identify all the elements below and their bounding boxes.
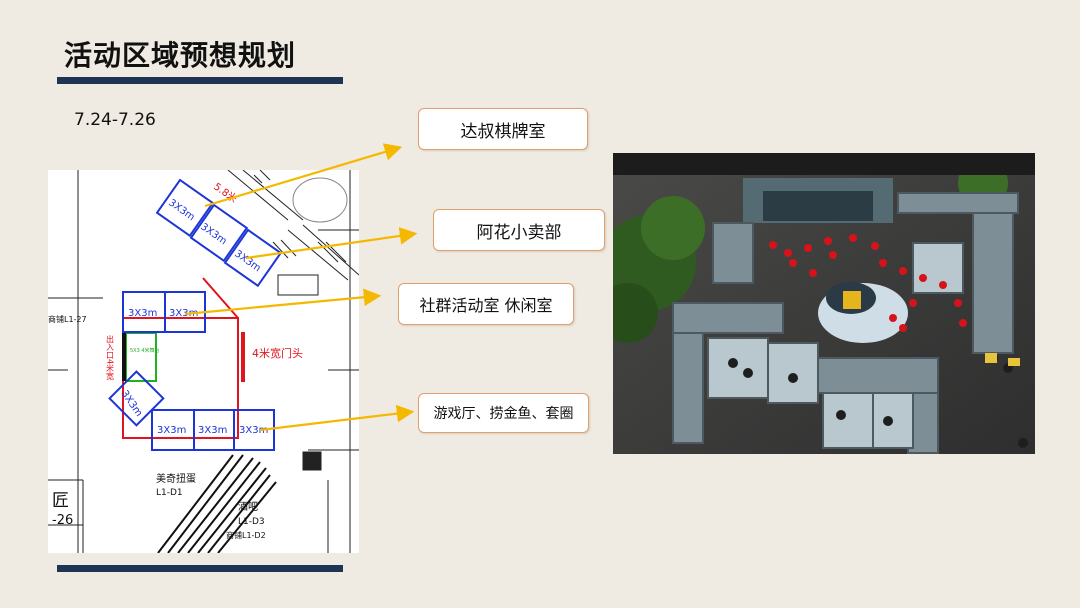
floor-plan: 3X3m 3X3m 3X3m 5.8米 4米宽门头 出入口4米宽 5X3 4米舞… — [48, 170, 359, 553]
store-label-1: 美奇扭蛋 — [156, 472, 196, 485]
store-label-3: 商铺L1-D2 — [226, 530, 266, 540]
store-label-2: 酒吧 — [238, 501, 258, 513]
dimension-label: 5.8米 — [211, 180, 240, 206]
stage-label: 5X3 4米舞台 — [130, 347, 160, 354]
callout-community-room: 社群活动室 休闲室 — [398, 283, 574, 325]
booth-label-2: 3X3m — [198, 221, 228, 247]
callout-game-hall-label: 游戏厅、捞金鱼、套圈 — [433, 406, 574, 422]
store-top-left: 商铺L1-27 — [48, 314, 87, 324]
booth-label-9: 3X3m — [239, 425, 268, 436]
store-label-2b: L1-D3 — [238, 517, 265, 527]
store-bottom-left-1: 匠 — [52, 491, 69, 511]
callout-chess-room-label: 达叔棋牌室 — [460, 121, 546, 142]
store-label-1b: L1-D1 — [156, 488, 183, 498]
callout-store-label: 阿花小卖部 — [476, 222, 562, 243]
booth-label-4: 3X3m — [128, 308, 157, 319]
callout-community-room-label: 社群活动室 休闲室 — [419, 296, 553, 315]
booth-label-1: 3X3m — [166, 197, 196, 223]
slide-title: 活动区域预想规划 — [64, 39, 297, 72]
store-bottom-left-2: -26 — [52, 513, 73, 528]
callout-game-hall: 游戏厅、捞金鱼、套圈 — [418, 393, 589, 433]
bottom-underline — [57, 565, 343, 572]
date-range: 7.24-7.26 — [74, 110, 156, 130]
booth-label-8: 3X3m — [198, 425, 227, 436]
callout-store: 阿花小卖部 — [433, 209, 605, 251]
callout-chess-room: 达叔棋牌室 — [418, 108, 588, 150]
entrance-label: 出入口4米宽 — [106, 334, 115, 381]
door-label: 4米宽门头 — [252, 346, 303, 360]
booth-label-5: 3X3m — [169, 308, 198, 319]
title-underline — [57, 77, 343, 84]
event-photo — [613, 153, 1035, 454]
booth-label-7: 3X3m — [157, 425, 186, 436]
